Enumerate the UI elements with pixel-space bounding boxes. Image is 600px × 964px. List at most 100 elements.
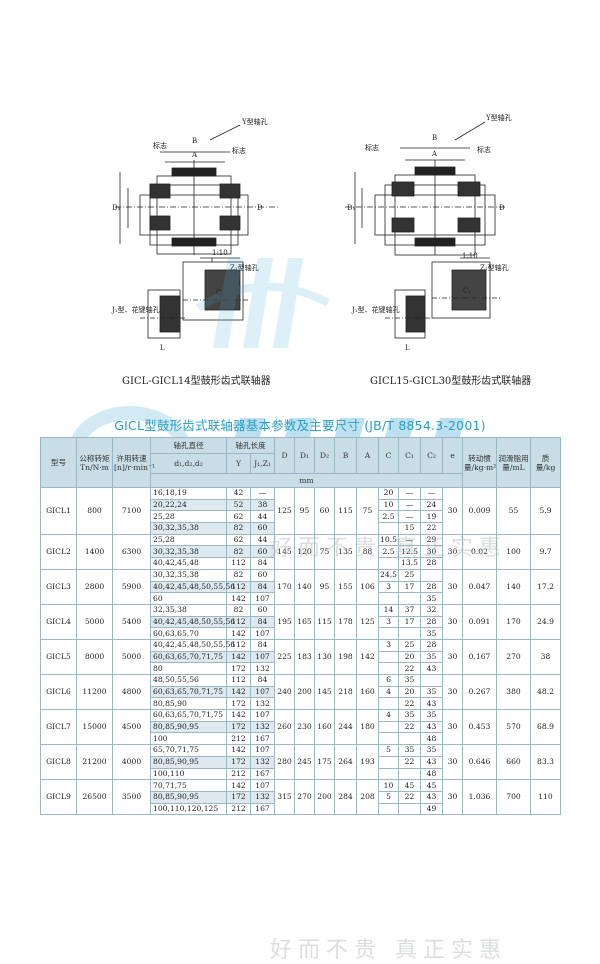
cell-C2 (420, 674, 443, 687)
cell-y: 62 (226, 533, 251, 547)
cell-C1: 35 (398, 744, 421, 757)
cell-torque: 21200 (76, 744, 113, 781)
cell-j1z1: 38 (250, 498, 275, 512)
label-taper-right: 1:10 (462, 252, 478, 260)
cell-bore: 40,42,45,48,50,55,56 (150, 580, 235, 594)
parameters-table: 型号 公称转矩Tn/N·m 许用转速[n]/r·min⁻¹ 轴孔直径 轴孔长度 … (40, 437, 561, 816)
cell-mass: 110 (530, 779, 561, 816)
cell-C1: — (398, 498, 421, 512)
cell-j1z1: 107 (250, 650, 275, 664)
cell-bore: 30,32,35,38 (150, 522, 227, 535)
label-c1-right: C₁ (463, 287, 471, 295)
cell-lube: 170 (496, 603, 531, 640)
cell-y: 172 (226, 755, 251, 769)
cell-C: 3 (378, 580, 399, 594)
cell-C (378, 732, 399, 746)
coupling-drawings: Y型轴孔 标志 标志 A B D₁ D 1:10 Z₁型轴孔 J₁型、花键轴孔 … (111, 113, 512, 352)
cell-bore: 60,63,65,70 (150, 627, 227, 640)
cell-y: 62 (226, 510, 251, 524)
header-C: C (378, 437, 399, 474)
watermark-slogan-bottom: 好而不贵 真正实惠 (270, 938, 507, 963)
cell-y: 172 (226, 697, 251, 711)
cell-bore: 80,85,90,95 (150, 755, 227, 769)
cell-C1 (398, 802, 421, 816)
cell-bore: 30,32,35,38 (150, 545, 227, 559)
cell-C: 4 (378, 685, 399, 699)
cell-j1z1: 132 (250, 697, 275, 711)
cell-B: 198 (334, 638, 357, 676)
cell-C2: 43 (420, 755, 443, 769)
cell-C1: — (398, 533, 421, 547)
cell-y: 82 (226, 522, 251, 535)
label-j1-left: J₁型、花键轴孔 (111, 305, 160, 314)
cell-bore: 100 (150, 732, 227, 746)
cell-e: 30 (442, 779, 463, 816)
label-dd-left: D (257, 204, 263, 212)
header-model: 型号 (40, 437, 77, 488)
header-bore-diameter: 轴孔直径 (150, 437, 227, 454)
cell-y: 142 (226, 685, 251, 699)
cell-C1: 35 (398, 709, 421, 722)
cell-torque: 26500 (76, 779, 113, 816)
cell-j1z1: 132 (250, 790, 275, 804)
cell-torque: 15000 (76, 709, 113, 746)
left-coupling-drawing (115, 124, 280, 339)
label-l-right: L (405, 344, 410, 352)
header-j1z1: J₁,Z₁ (250, 453, 275, 474)
cell-j1z1: 167 (250, 732, 275, 746)
cell-torque: 800 (76, 487, 113, 535)
cell-bore: 65,70,71,75 (150, 744, 227, 757)
cell-B: 135 (334, 533, 357, 570)
cell-D1: 183 (294, 638, 315, 676)
cell-C (378, 697, 399, 711)
header-A: A (356, 437, 379, 474)
cell-A: 106 (356, 568, 379, 605)
cell-j1z1: — (250, 487, 275, 500)
cell-A: 75 (356, 487, 379, 535)
cell-C: 4 (378, 709, 399, 722)
cell-speed: 5900 (112, 568, 151, 605)
cell-j1z1: 167 (250, 802, 275, 816)
cell-bore: 25,28 (150, 510, 227, 524)
cell-mass: 5.9 (530, 487, 561, 535)
cell-bore: 60 (150, 592, 227, 605)
cell-e: 30 (442, 568, 463, 605)
cell-torque: 11200 (76, 673, 113, 711)
cell-C2: 48 (420, 732, 443, 746)
cell-j1z1: 107 (250, 627, 275, 640)
cell-speed: 3500 (112, 779, 151, 816)
cell-C: 5 (378, 744, 399, 757)
cell-C2: 32 (420, 603, 443, 617)
cell-j1z1: 167 (250, 767, 275, 781)
cell-lube: 570 (496, 709, 531, 746)
cell-C1 (398, 592, 421, 605)
cell-D1: 165 (294, 603, 315, 640)
cell-C: 20 (378, 487, 399, 500)
cell-C: 14 (378, 603, 399, 617)
cell-C1: 20 (398, 685, 421, 699)
cell-j1z1: 44 (250, 510, 275, 524)
label-a-right: A (431, 150, 438, 158)
cell-D2: 130 (314, 638, 335, 676)
right-coupling-drawing (345, 121, 505, 339)
label-mark-left-2: 标志 (153, 141, 167, 150)
header-y: Y (226, 453, 251, 474)
cell-B: 178 (334, 603, 357, 640)
cell-bore: 80 (150, 662, 227, 675)
cell-bore: 48,50,55,56 (150, 674, 227, 687)
cell-B: 115 (334, 487, 357, 535)
cell-C2: — (420, 487, 443, 500)
cell-C2: 28 (420, 638, 443, 652)
cell-D: 170 (274, 568, 295, 605)
cell-y: 172 (226, 662, 251, 675)
cell-inertia: 0.453 (462, 709, 497, 746)
cell-C1: 13.5 (398, 557, 421, 570)
cell-C1: 20 (398, 650, 421, 664)
cell-y: 42 (226, 487, 251, 500)
cell-model: GICL3 (40, 568, 77, 605)
header-bore-diameter-sub: d₁,d₂,d₂ (150, 453, 227, 474)
